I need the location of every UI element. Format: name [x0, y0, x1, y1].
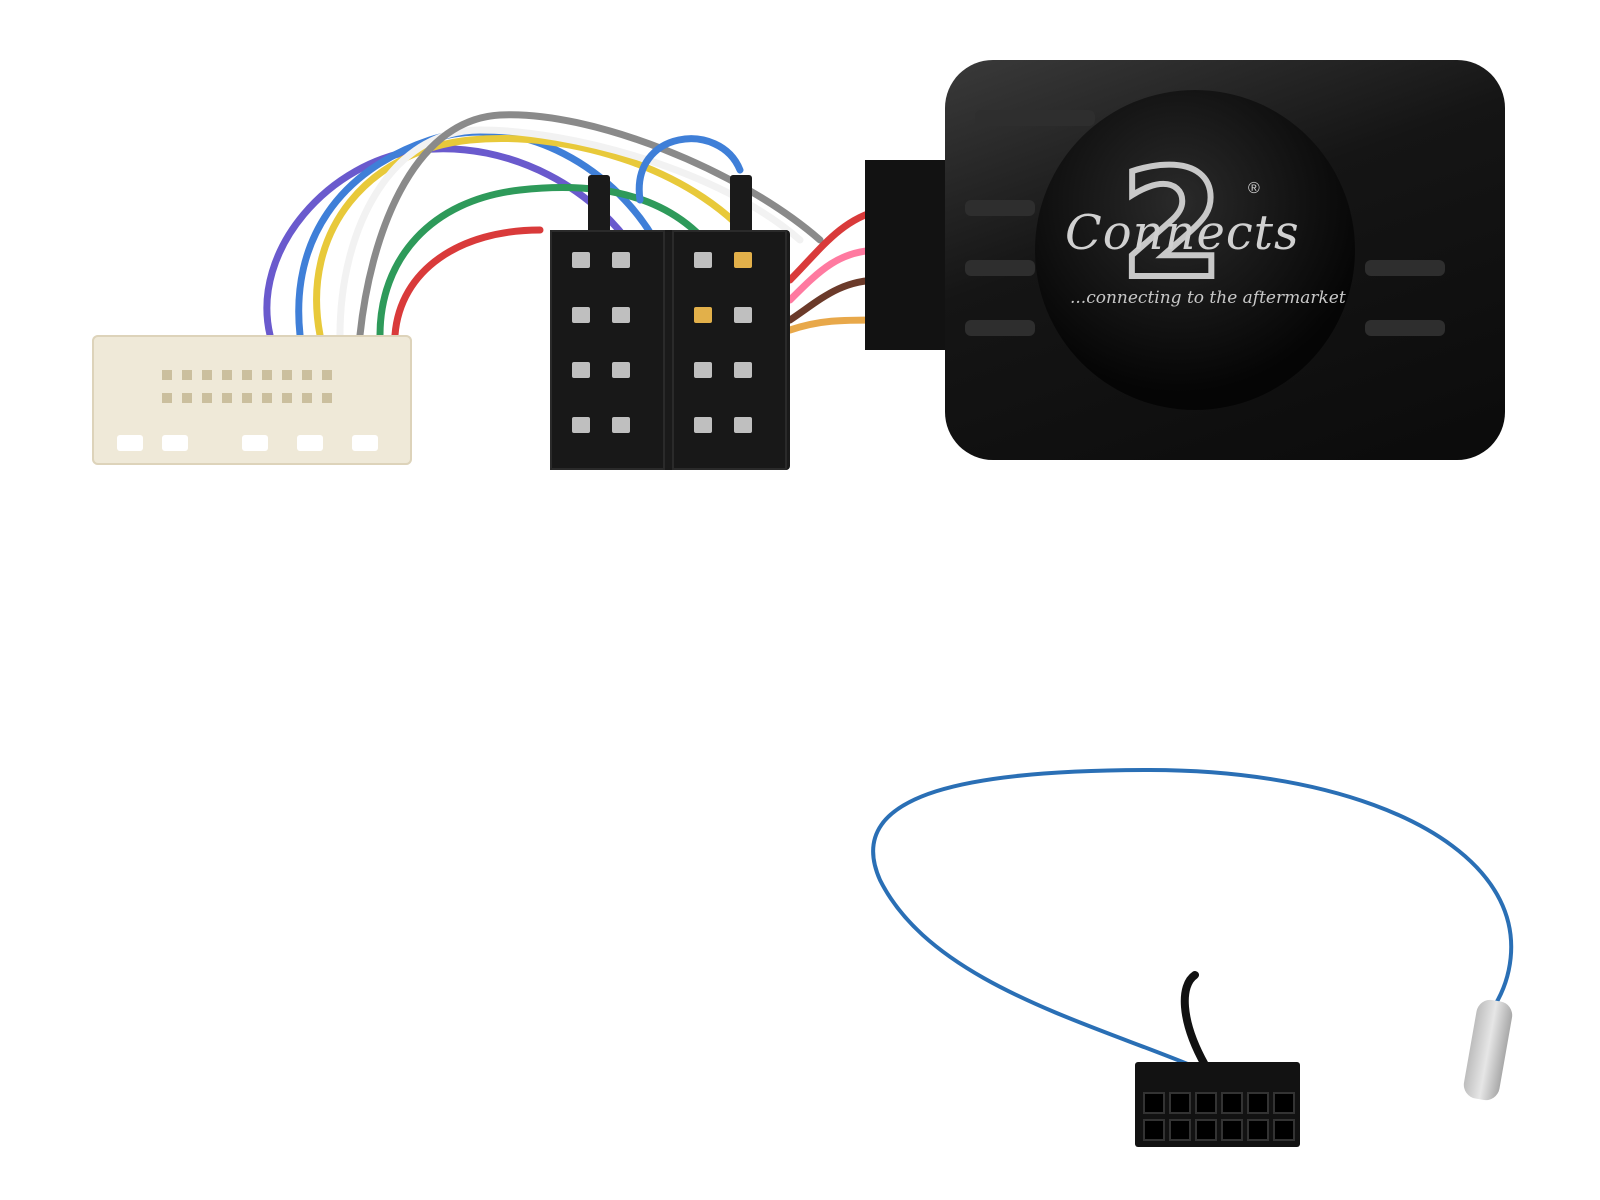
module-ridge [975, 110, 1095, 126]
connector-tab [242, 435, 268, 451]
small-black-connector [1135, 1062, 1300, 1147]
brand-tagline: ...connecting to the aftermarket [1070, 288, 1346, 308]
connector-tab [162, 435, 188, 451]
iso-half-left [550, 230, 665, 470]
white-vehicle-connector [92, 335, 412, 465]
brand-logo-number: 2 [1117, 138, 1227, 312]
connector-latch [588, 175, 610, 235]
connector-tab [117, 435, 143, 451]
logo-dome [1035, 90, 1355, 410]
connector-latch [730, 175, 752, 235]
module-ridge [965, 260, 1035, 276]
interface-module [865, 60, 1505, 460]
brand-logo-word: Connects [1065, 205, 1300, 261]
module-ridge [1365, 260, 1445, 276]
iso-connector [550, 175, 790, 470]
pin-row [162, 393, 342, 403]
registered-mark: ® [1248, 180, 1260, 197]
module-side-connector [865, 160, 945, 350]
iso-half-right [672, 230, 787, 470]
connector-tab [352, 435, 378, 451]
module-ridge [965, 320, 1035, 336]
pin-row [162, 370, 342, 380]
module-ridge [1365, 320, 1445, 336]
module-ridge [965, 200, 1035, 216]
connector-tab [297, 435, 323, 451]
